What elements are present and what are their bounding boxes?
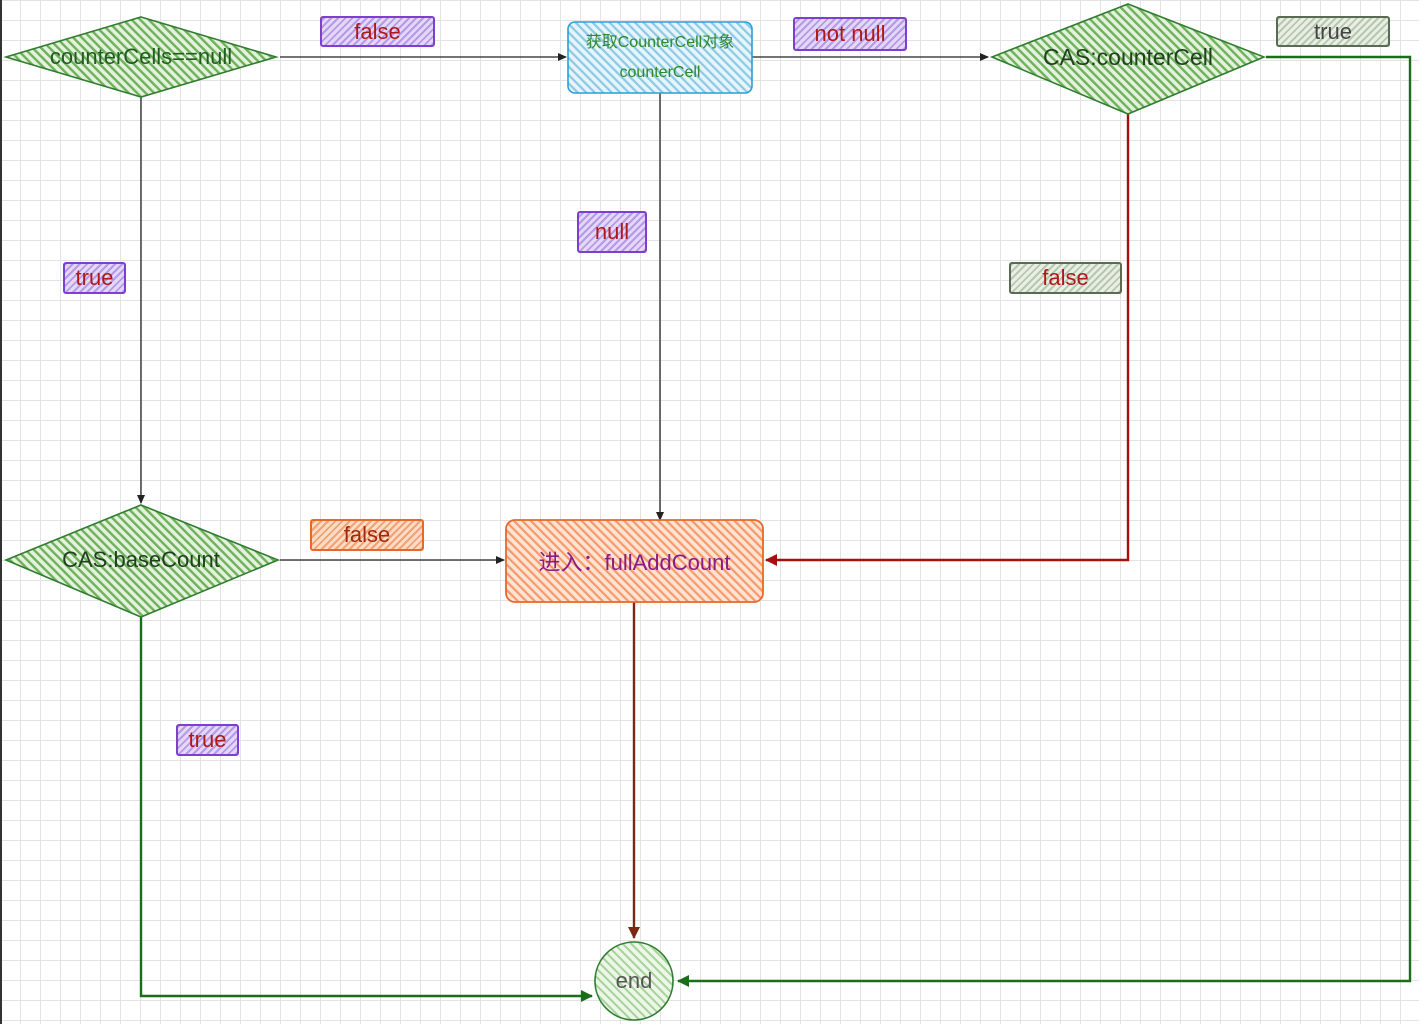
label-cas-base-false: false: [310, 519, 424, 551]
label-check-true: true: [63, 262, 126, 294]
process-get-counter-cell: [567, 21, 753, 94]
decision-cas-counter-cell: [989, 3, 1267, 115]
label-get-not-null: not null: [793, 17, 907, 51]
decision-cas-counter-cell-text: CAS:counterCell: [1042, 43, 1214, 70]
get-counter-cell-line2: counterCell: [619, 64, 701, 81]
label-cas-base-true: true: [176, 724, 239, 756]
decision-cas-base-count: [3, 504, 281, 618]
process-full-add-count: [505, 519, 764, 603]
label-check-false: false: [320, 16, 435, 47]
decision-counter-cells-null: [3, 16, 279, 98]
process-get-counter-cell-text: 获取CounterCell对象 counterCell: [568, 26, 752, 90]
edge-cascell-false-to-fulladd: [765, 114, 1130, 566]
decision-cas-base-count-text: CAS:baseCount: [62, 547, 220, 572]
get-counter-cell-line1: 获取CounterCell对象: [585, 34, 735, 51]
end-terminal: [594, 941, 674, 1021]
edge-casbase-true-to-end: [139, 617, 593, 1002]
label-get-null: null: [577, 211, 647, 253]
end-terminal-text: end: [615, 968, 653, 993]
label-cas-cell-true: true: [1276, 16, 1390, 47]
process-full-add-count-text: 进入：fullAddCount: [538, 550, 731, 575]
label-cas-cell-false: false: [1009, 262, 1122, 294]
edge-cascell-true-to-end: [677, 55, 1412, 987]
decision-counter-cells-null-text: counterCells==null: [49, 44, 233, 69]
